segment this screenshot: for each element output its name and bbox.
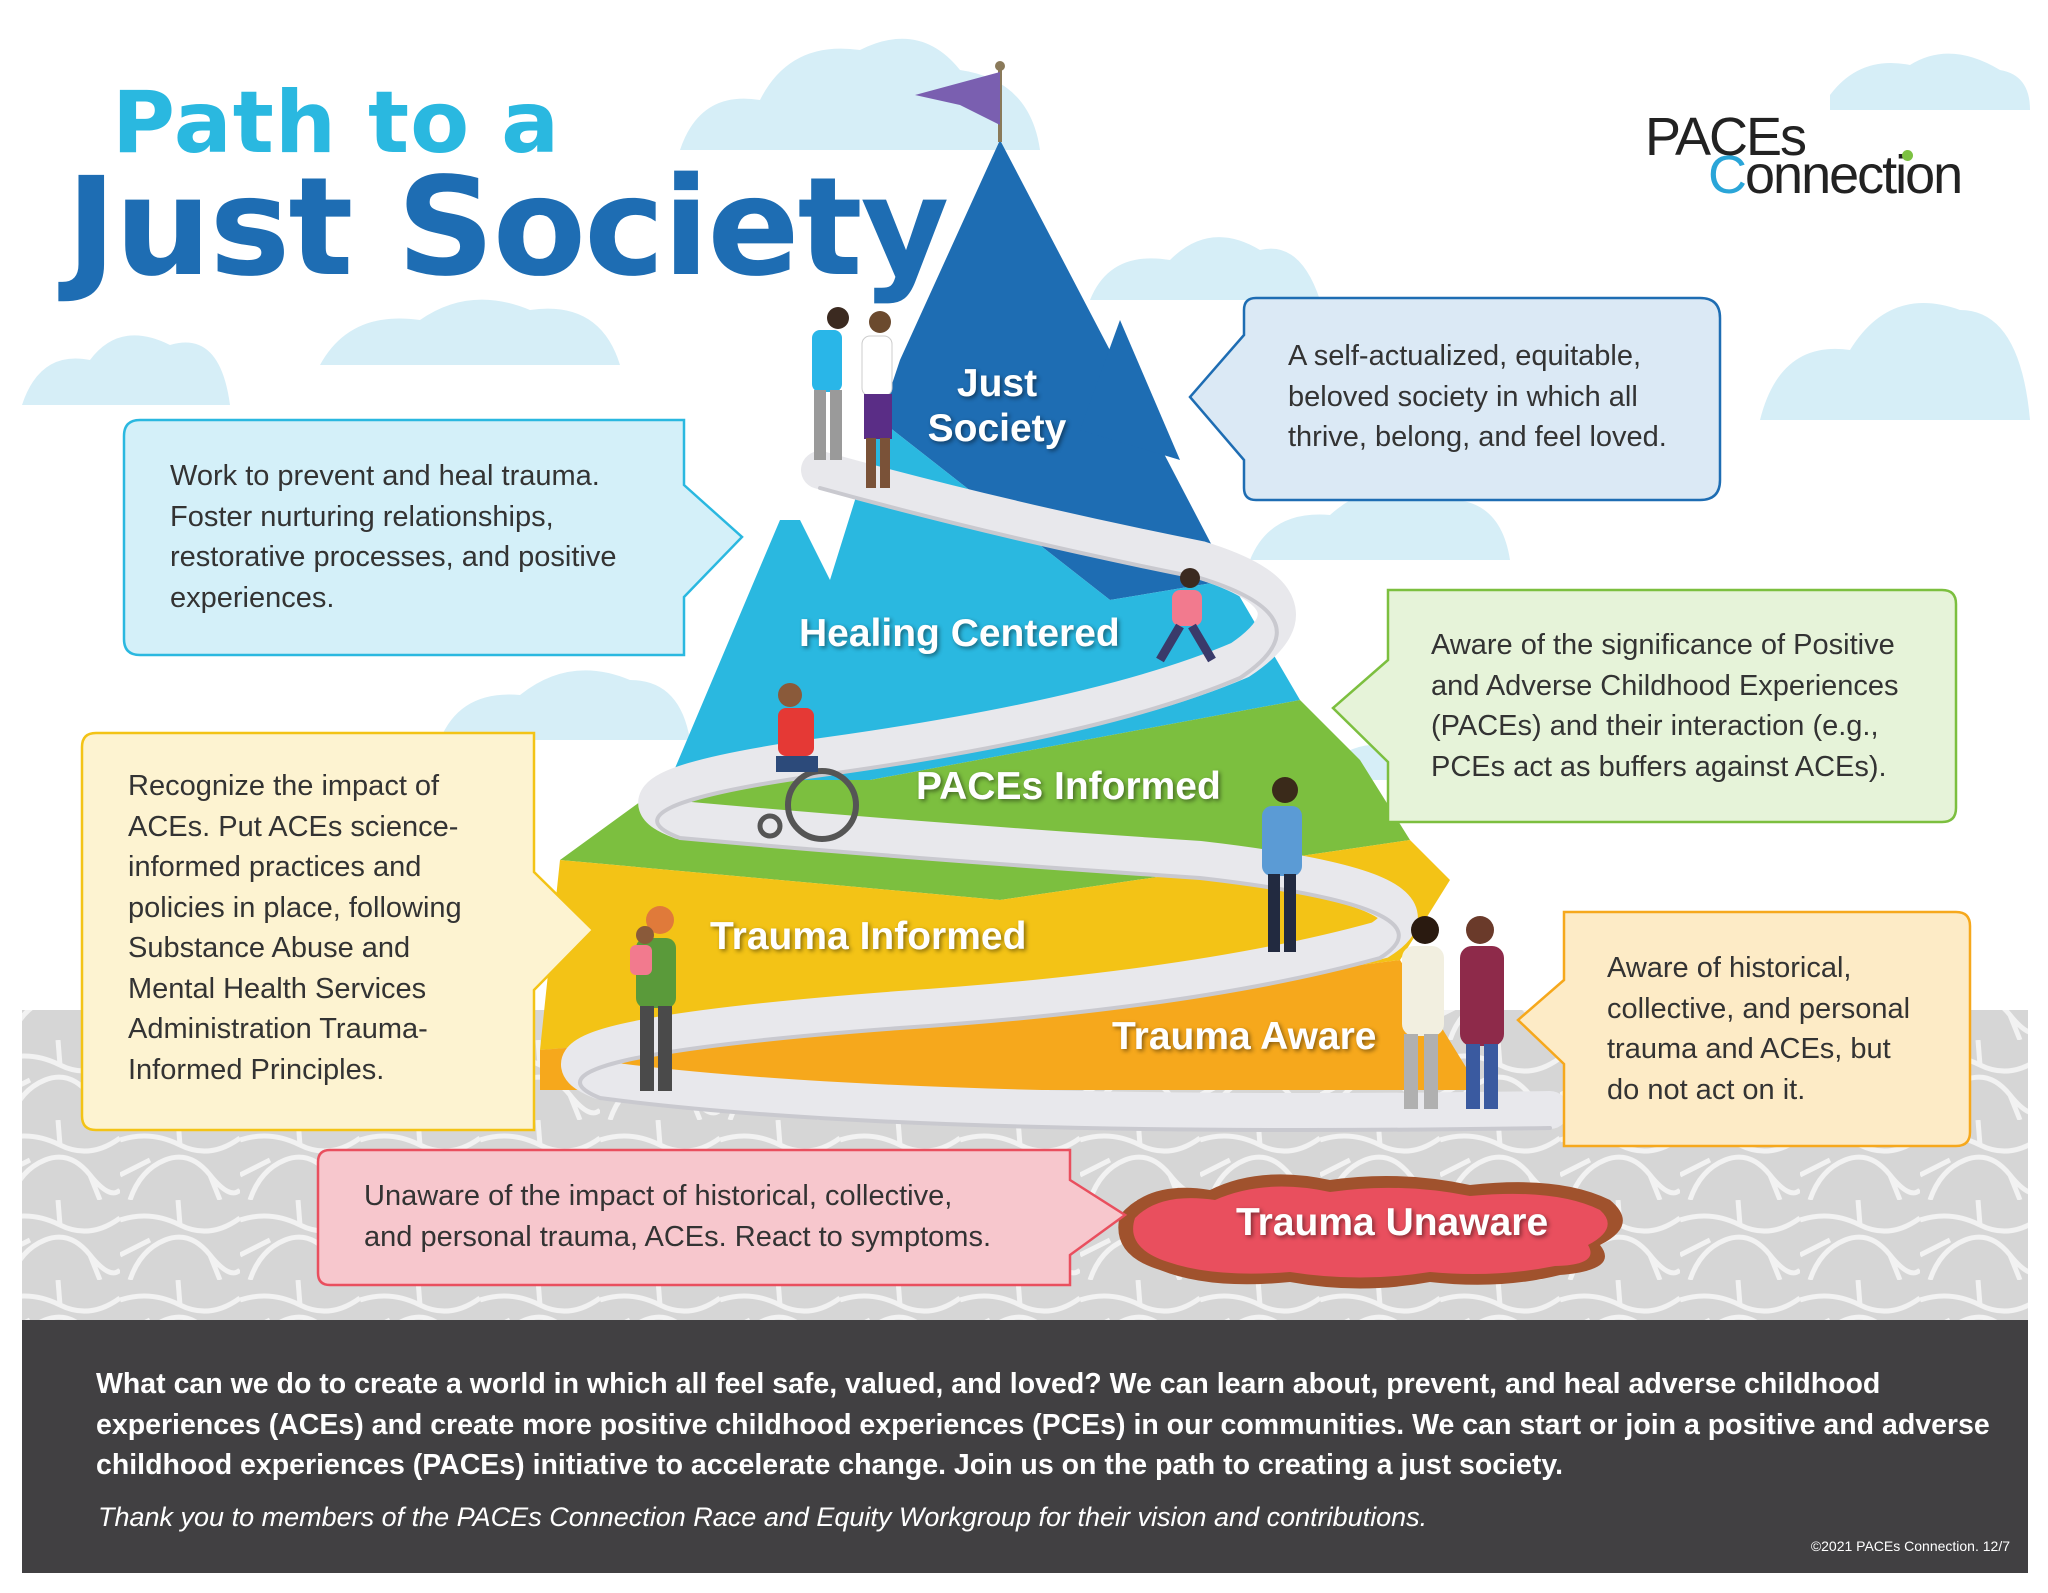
- figure-pair-summit: [812, 307, 893, 488]
- description-trauma-aware: Aware of historical, collective, and per…: [1607, 948, 1962, 1110]
- footer-thanks-text: Thank you to members of the PACEs Connec…: [98, 1502, 1428, 1532]
- level-label-trauma-unaware: Trauma Unaware: [1236, 1201, 1549, 1244]
- figure-backpack: [1262, 777, 1302, 952]
- box-trauma-unaware-shape: [316, 1148, 1128, 1287]
- figure-pair-aware: [1402, 916, 1504, 1109]
- description-line: thrive, belong, and feel loved.: [1288, 421, 1667, 453]
- box-just-society-shape: [1188, 296, 1722, 502]
- description-line: Aware of historical,: [1607, 952, 1852, 984]
- box-paces-informed-shape: [1331, 588, 1958, 824]
- level-label-paces-informed: PACEs Informed: [916, 765, 1221, 808]
- title-line-1: Path to a: [112, 73, 561, 173]
- figure-walker-healing: [1156, 568, 1216, 663]
- box-trauma-aware-shape: [1516, 910, 1972, 1148]
- description-trauma-unaware: Unaware of the impact of historical, col…: [364, 1176, 1064, 1257]
- level-label-trauma-aware: Trauma Aware: [1112, 1015, 1377, 1058]
- logo-dot-icon: [1902, 150, 1913, 161]
- description-paces-informed: Aware of the significance of Positive an…: [1431, 625, 1951, 787]
- level-label-just: Just: [956, 362, 1038, 405]
- figure-wheelchair: [757, 683, 859, 842]
- layer-trauma-aware: [540, 960, 1480, 1090]
- peak-small: [1080, 320, 1180, 460]
- description-line: do not act on it.: [1607, 1073, 1806, 1106]
- logo-text-paces: PACEs: [1645, 107, 1807, 167]
- layer-just-society: [880, 140, 1230, 600]
- description-line: and personal trauma, ACEs. React to symp…: [364, 1220, 991, 1253]
- logo-letter-c: C: [1708, 145, 1747, 205]
- description-line: Work to prevent and heal trauma.: [170, 460, 600, 492]
- description-healing-centered: Work to prevent and heal trauma. Foster …: [170, 456, 680, 618]
- title-line-2: Just Society: [66, 149, 949, 307]
- layer-trauma-informed: [540, 840, 1450, 1050]
- description-just-society: A self-actualized, equitable, beloved so…: [1288, 336, 1708, 458]
- description-line: Substance Abuse and: [128, 932, 411, 964]
- figure-parent-child: [630, 906, 676, 1091]
- description-line: beloved society in which all: [1288, 380, 1638, 413]
- winding-path: [561, 451, 1569, 1131]
- description-line: Administration Trauma-: [128, 1013, 428, 1045]
- description-line: (PACEs) and their interaction (e.g.,: [1431, 710, 1879, 742]
- summit-flag: [915, 61, 1005, 142]
- description-line: experiences.: [170, 581, 335, 614]
- paces-connection-logo: PACEs Connection: [1645, 110, 1975, 210]
- description-line: restorative processes, and positive: [170, 541, 617, 573]
- description-line: Foster nurturing relationships,: [170, 500, 554, 533]
- description-line: Unaware of the impact of historical, col…: [364, 1180, 953, 1212]
- logo-connection-rest: onnection: [1745, 145, 1963, 205]
- description-line: trauma and ACEs, but: [1607, 1033, 1891, 1065]
- description-line: PCEs act as buffers against ACEs).: [1431, 750, 1887, 783]
- description-line: and Adverse Childhood Experiences: [1431, 669, 1899, 702]
- level-label-healing-centered: Healing Centered: [799, 612, 1120, 655]
- description-line: A self-actualized, equitable,: [1288, 340, 1642, 372]
- level-label-trauma-informed: Trauma Informed: [710, 915, 1027, 958]
- box-trauma-informed-shape: [80, 731, 595, 1132]
- description-line: ACEs. Put ACEs science-: [128, 810, 459, 843]
- level-label-society: Society: [927, 406, 1067, 450]
- description-line: Aware of the significance of Positive: [1431, 629, 1895, 661]
- description-line: Mental Health Services: [128, 972, 427, 1005]
- description-line: policies in place, following: [128, 891, 462, 924]
- description-trauma-informed: Recognize the impact of ACEs. Put ACEs s…: [128, 766, 528, 1090]
- mountain-layers: [540, 140, 1480, 1090]
- footer-copyright: ©2021 PACEs Connection. 12/7: [1810, 1538, 2010, 1554]
- description-line: collective, and personal: [1607, 992, 1911, 1025]
- description-line: informed practices and: [128, 851, 422, 883]
- description-line: Informed Principles.: [128, 1053, 385, 1086]
- box-healing-centered-shape: [122, 418, 744, 657]
- logo-text-connection: Connection: [1708, 145, 1963, 205]
- level-label-just-society: Just Society: [922, 362, 1072, 452]
- footer-main-text: What can we do to create a world in whic…: [96, 1368, 1990, 1481]
- footer-panel: What can we do to create a world in whic…: [22, 1320, 2028, 1573]
- description-line: Recognize the impact of: [128, 770, 440, 802]
